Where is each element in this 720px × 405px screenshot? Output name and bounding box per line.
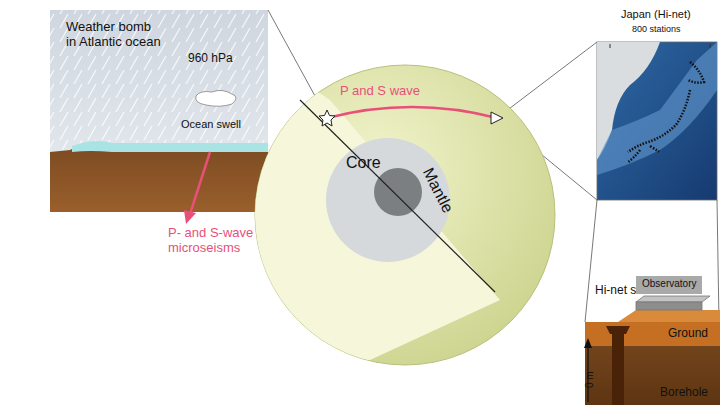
core-circle: Core xyxy=(326,138,450,262)
layer-name: Core xyxy=(346,154,381,172)
box-label: Observatory xyxy=(642,278,696,290)
map-panel: Japan (Hi-net) 800 stations xyxy=(592,6,720,42)
swell-label: Ocean swell xyxy=(181,118,241,131)
layer-name: Mantle xyxy=(419,165,457,216)
observatory-box: Observatory xyxy=(636,276,702,294)
panel-title: Weather bomb in Atlantic ocean xyxy=(66,20,164,50)
layer-label: Ground xyxy=(668,327,708,341)
earth-sphere: Mantle Core xyxy=(255,65,555,365)
weather-panel: Weather bomb in Atlantic ocean xyxy=(50,10,268,212)
map-title: Japan (Hi-net) xyxy=(621,8,691,21)
pressure-label: 960 hPa xyxy=(188,52,233,66)
wave-label: P- and S-wave microseisms xyxy=(168,226,260,256)
layer-label: Borehole xyxy=(660,386,708,400)
station-count: 800 stations xyxy=(632,24,681,34)
wave-label: P and S wave xyxy=(340,84,420,99)
depth-label: 0 m xyxy=(584,371,596,388)
